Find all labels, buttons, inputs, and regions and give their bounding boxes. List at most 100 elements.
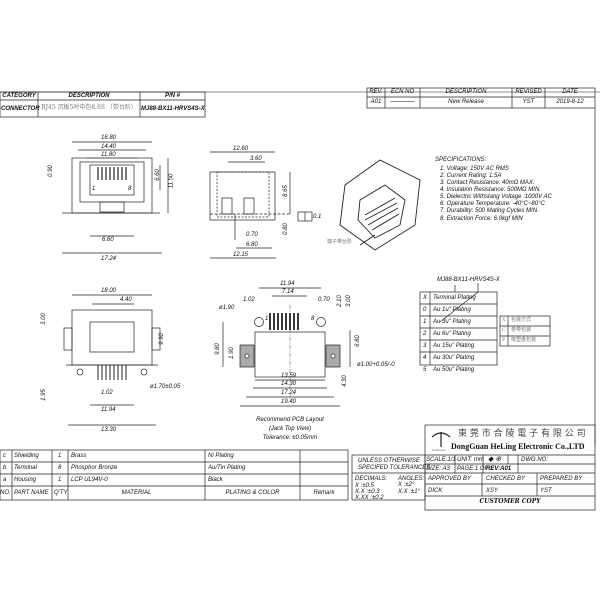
plating-option: Au 30u" Plating: [433, 355, 475, 361]
plating-code: 1: [423, 319, 427, 325]
bom-header: Remark: [313, 490, 335, 496]
bom-qty: 8: [58, 465, 62, 471]
description-value: RJ45 沉板5吋中包8.6S （带台阶）: [41, 104, 137, 111]
dim: 9.90: [158, 333, 165, 345]
dim: 3.00: [40, 313, 47, 325]
pcb-caption: Tolerance: ±0.05mm: [262, 435, 318, 441]
checked-by: XSY: [486, 488, 499, 494]
package-code: C: [502, 327, 506, 333]
dim: 6.80: [354, 335, 361, 347]
rev-description-value: New Release: [448, 99, 484, 105]
ecn-col: ECN NO: [390, 89, 415, 95]
plating-option: Au 3u" Plating: [433, 319, 471, 325]
dim: 12.60: [233, 146, 249, 152]
dim: 4.30: [341, 375, 348, 387]
plating-code: 3: [423, 343, 427, 349]
rev-col: REV.: [369, 89, 383, 95]
scale: SCALE:1/1: [426, 457, 456, 463]
revised-col: REVISED: [515, 89, 542, 95]
dim: 6.80: [246, 242, 258, 248]
pcb-caption: Recommend PCB Layout: [256, 417, 324, 423]
plating-option: Au 1u" Plating: [433, 307, 471, 313]
rev-value: A01: [370, 99, 382, 105]
bom-plating: Black: [208, 477, 223, 483]
bom-header: NO.: [0, 490, 11, 496]
plating-option: Au 15u" Plating: [433, 343, 475, 349]
bom-header: MATERIAL: [121, 490, 152, 496]
dim: 11.50: [168, 173, 175, 189]
dim: 4.40: [120, 297, 132, 303]
dim: 11.94: [101, 407, 116, 413]
date-col: DATE: [562, 89, 578, 95]
plating-code: 4: [423, 355, 427, 361]
dim: 7.14: [282, 289, 294, 295]
hole-dim: ø1.90: [219, 305, 235, 311]
plating-option: Au 50u" Plating: [433, 367, 475, 373]
spec-item: 2. Current Rating: 1.5A: [440, 173, 502, 179]
plating-code: 5: [423, 367, 427, 373]
revised-value: YST: [522, 99, 535, 105]
spec-item: 3. Contact Resistance: 40mΩ MAX.: [440, 180, 535, 186]
dim: 6.60: [154, 169, 161, 181]
dim: 0.70: [318, 297, 330, 303]
decimals: DECIMALS:: [355, 476, 388, 482]
pn-value: MJ88-BX11-HRVS4S-X: [141, 106, 205, 112]
dim: 18.00: [101, 288, 117, 294]
dim: 8.65: [282, 185, 289, 197]
dim: 19.40: [281, 399, 297, 405]
dwg-no: DWG.NO:: [521, 457, 548, 463]
header-col-description: DESCRIPTION: [68, 93, 110, 99]
dim: 2.10: [336, 295, 343, 307]
plating-code: 0: [423, 307, 427, 313]
package-option: 包装方式: [511, 317, 532, 323]
terminal-note: 端子带台阶: [327, 239, 353, 245]
part-code-pn: MJ88-BX11-HRVS4S-X: [437, 277, 500, 283]
package-option: 吸塑盘包装: [511, 337, 537, 343]
page: PAGE:1 OF 1: [457, 466, 494, 472]
dim: 14.30: [281, 381, 297, 387]
approved-label: APPROVED BY: [428, 476, 472, 482]
dim: 1.90: [228, 347, 235, 359]
company-logo: Connector: [432, 448, 446, 452]
projection-icon: ◆ ⊕: [488, 456, 502, 463]
dim: 1.02: [243, 297, 255, 303]
dim: 16.80: [101, 135, 117, 141]
dim: 17.24: [281, 390, 297, 396]
plating-option: Au 6u" Plating: [433, 331, 471, 337]
company-name-cn: 東 莞 市 合 陵 電 子 有 限 公 司: [458, 429, 586, 439]
dim: 0.70: [246, 232, 258, 238]
spec-item: 1. Voltage: 150V AC RMS: [440, 166, 509, 172]
bom-qty: 1: [58, 453, 62, 459]
plating-header: Terminal Plating: [433, 295, 476, 301]
decimals: X.X :±0.3: [355, 489, 380, 495]
decimals: X.XX :±0.2: [355, 495, 384, 501]
dim: 11.94: [280, 281, 295, 287]
header-col-pn: P/N #: [164, 93, 180, 99]
tolerance-title: UNLESS OTHERWISE: [358, 458, 420, 464]
dim: 3.00: [345, 295, 352, 307]
approved-by: DICK: [428, 488, 443, 494]
dim: 1.95: [40, 389, 47, 401]
dim: 9.80: [214, 343, 221, 355]
dim: 13.30: [101, 427, 117, 433]
bom-material: LCP UL94V-0: [71, 477, 108, 483]
unit: UNIT: mm: [457, 457, 484, 463]
spec-item: 4. Insulation Resistance: 500MΩ MIN.: [440, 187, 541, 193]
bom-header: Q'TY: [54, 490, 68, 496]
bom-part: Terminal: [14, 465, 37, 471]
bom-header: PART NAME: [14, 490, 49, 496]
pin-label: 8: [311, 316, 315, 322]
size: SIZE: A3: [426, 466, 450, 472]
prepared-by: YST: [540, 488, 552, 494]
angles: X.X :±1°: [398, 489, 421, 495]
bom-material: Phosphor Bronze: [71, 465, 118, 471]
hole-dim: ø1.70±0.05: [150, 384, 181, 390]
package-option: 卷带包装: [511, 327, 532, 333]
dim: 0.80: [282, 223, 289, 235]
decimals: X :±0.5: [355, 483, 374, 489]
bom-no: a: [3, 477, 7, 483]
dim: 3.60: [250, 156, 262, 162]
dim: 13.59: [281, 373, 297, 379]
dim: 6.60: [102, 237, 114, 243]
